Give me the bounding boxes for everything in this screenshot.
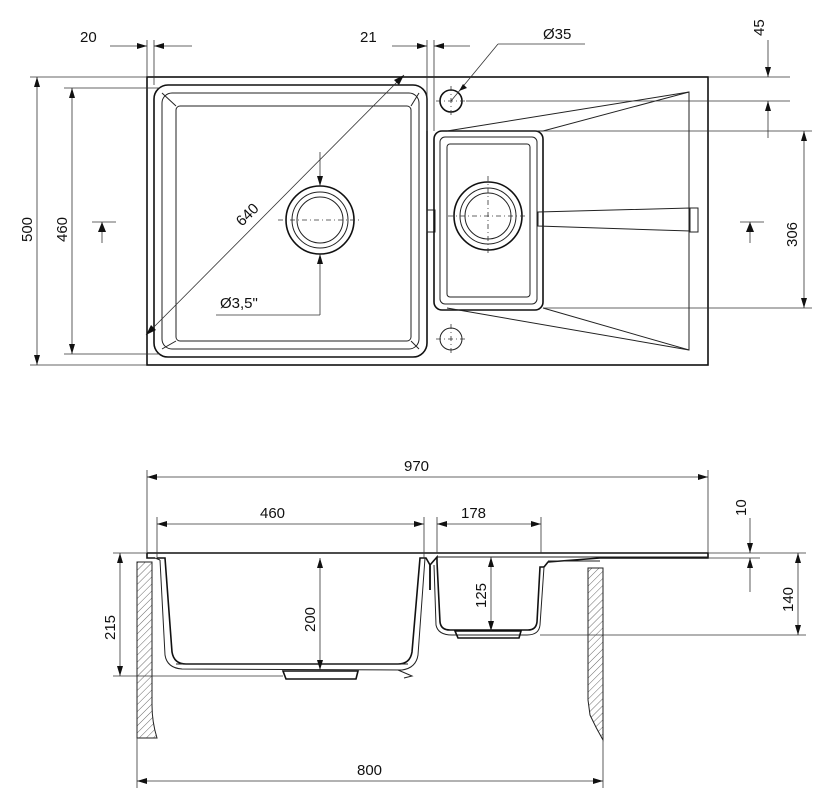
cabinet-wall-left xyxy=(136,561,158,739)
dim-label: Ø35 xyxy=(543,26,571,43)
dim-label: 460 xyxy=(260,505,285,522)
dim-label: 125 xyxy=(473,583,490,608)
dim-tap-hole: Ø35 xyxy=(450,26,585,102)
dim-small-bowl-depth: 306 xyxy=(543,130,812,309)
dim-diagonal: 640 xyxy=(145,74,405,336)
sink-outline xyxy=(146,76,709,366)
main-waste-profile xyxy=(281,670,360,680)
dim-small-bowl-height: 125 xyxy=(473,557,494,631)
dim-label: 45 xyxy=(751,19,768,36)
dim-label: 10 xyxy=(733,499,750,516)
dim-waste: Ø3,5" xyxy=(216,152,323,316)
top-view: 20 21 Ø35 45 xyxy=(19,19,812,366)
side-view: 970 460 178 10 xyxy=(102,458,806,788)
dim-label: 970 xyxy=(404,458,429,475)
dim-main-bowl-width: 460 xyxy=(156,505,425,558)
section-marker-left xyxy=(92,221,116,243)
dim-label: 20 xyxy=(80,29,97,46)
dim-lip: 10 xyxy=(708,499,760,592)
dim-label: 800 xyxy=(357,762,382,779)
dim-drainer-height: 140 xyxy=(540,552,806,636)
drainer-outlet xyxy=(689,207,699,233)
small-bowl-top xyxy=(433,130,544,311)
dim-label: Ø3,5" xyxy=(220,295,258,312)
dim-overall-depth: 215 xyxy=(102,552,283,677)
main-bowl-top xyxy=(153,84,428,358)
dim-tap-offset: 45 xyxy=(466,19,790,138)
dim-total-width: 970 xyxy=(146,458,709,553)
section-marker-right xyxy=(740,221,764,243)
dim-label: 178 xyxy=(461,505,486,522)
dim-main-bowl-height: 200 xyxy=(302,558,323,670)
dim-rim-left: 20 xyxy=(80,29,192,85)
cabinet-wall-right xyxy=(587,567,604,742)
dim-label: 460 xyxy=(54,217,71,242)
overflow-slot xyxy=(426,209,436,233)
dim-small-bowl-width: 178 xyxy=(436,505,542,553)
dim-label: 215 xyxy=(102,615,119,640)
dim-label: 500 xyxy=(19,217,36,242)
main-waste-icon xyxy=(285,185,355,255)
dim-bowl-depth: 460 xyxy=(54,87,160,355)
tap-hole-bottom xyxy=(436,324,466,354)
sink-profile xyxy=(146,552,709,680)
dim-label: 200 xyxy=(302,607,319,632)
dim-cabinet: 800 xyxy=(136,738,604,788)
dim-label: 21 xyxy=(360,29,377,46)
small-waste-profile xyxy=(453,630,523,639)
dim-label: 140 xyxy=(780,587,797,612)
dim-outer-depth: 500 xyxy=(19,76,147,366)
drainer-top xyxy=(446,91,699,351)
dim-label: 306 xyxy=(784,222,801,247)
dim-label: 640 xyxy=(233,200,263,230)
dim-rim-mid: 21 xyxy=(360,29,470,131)
